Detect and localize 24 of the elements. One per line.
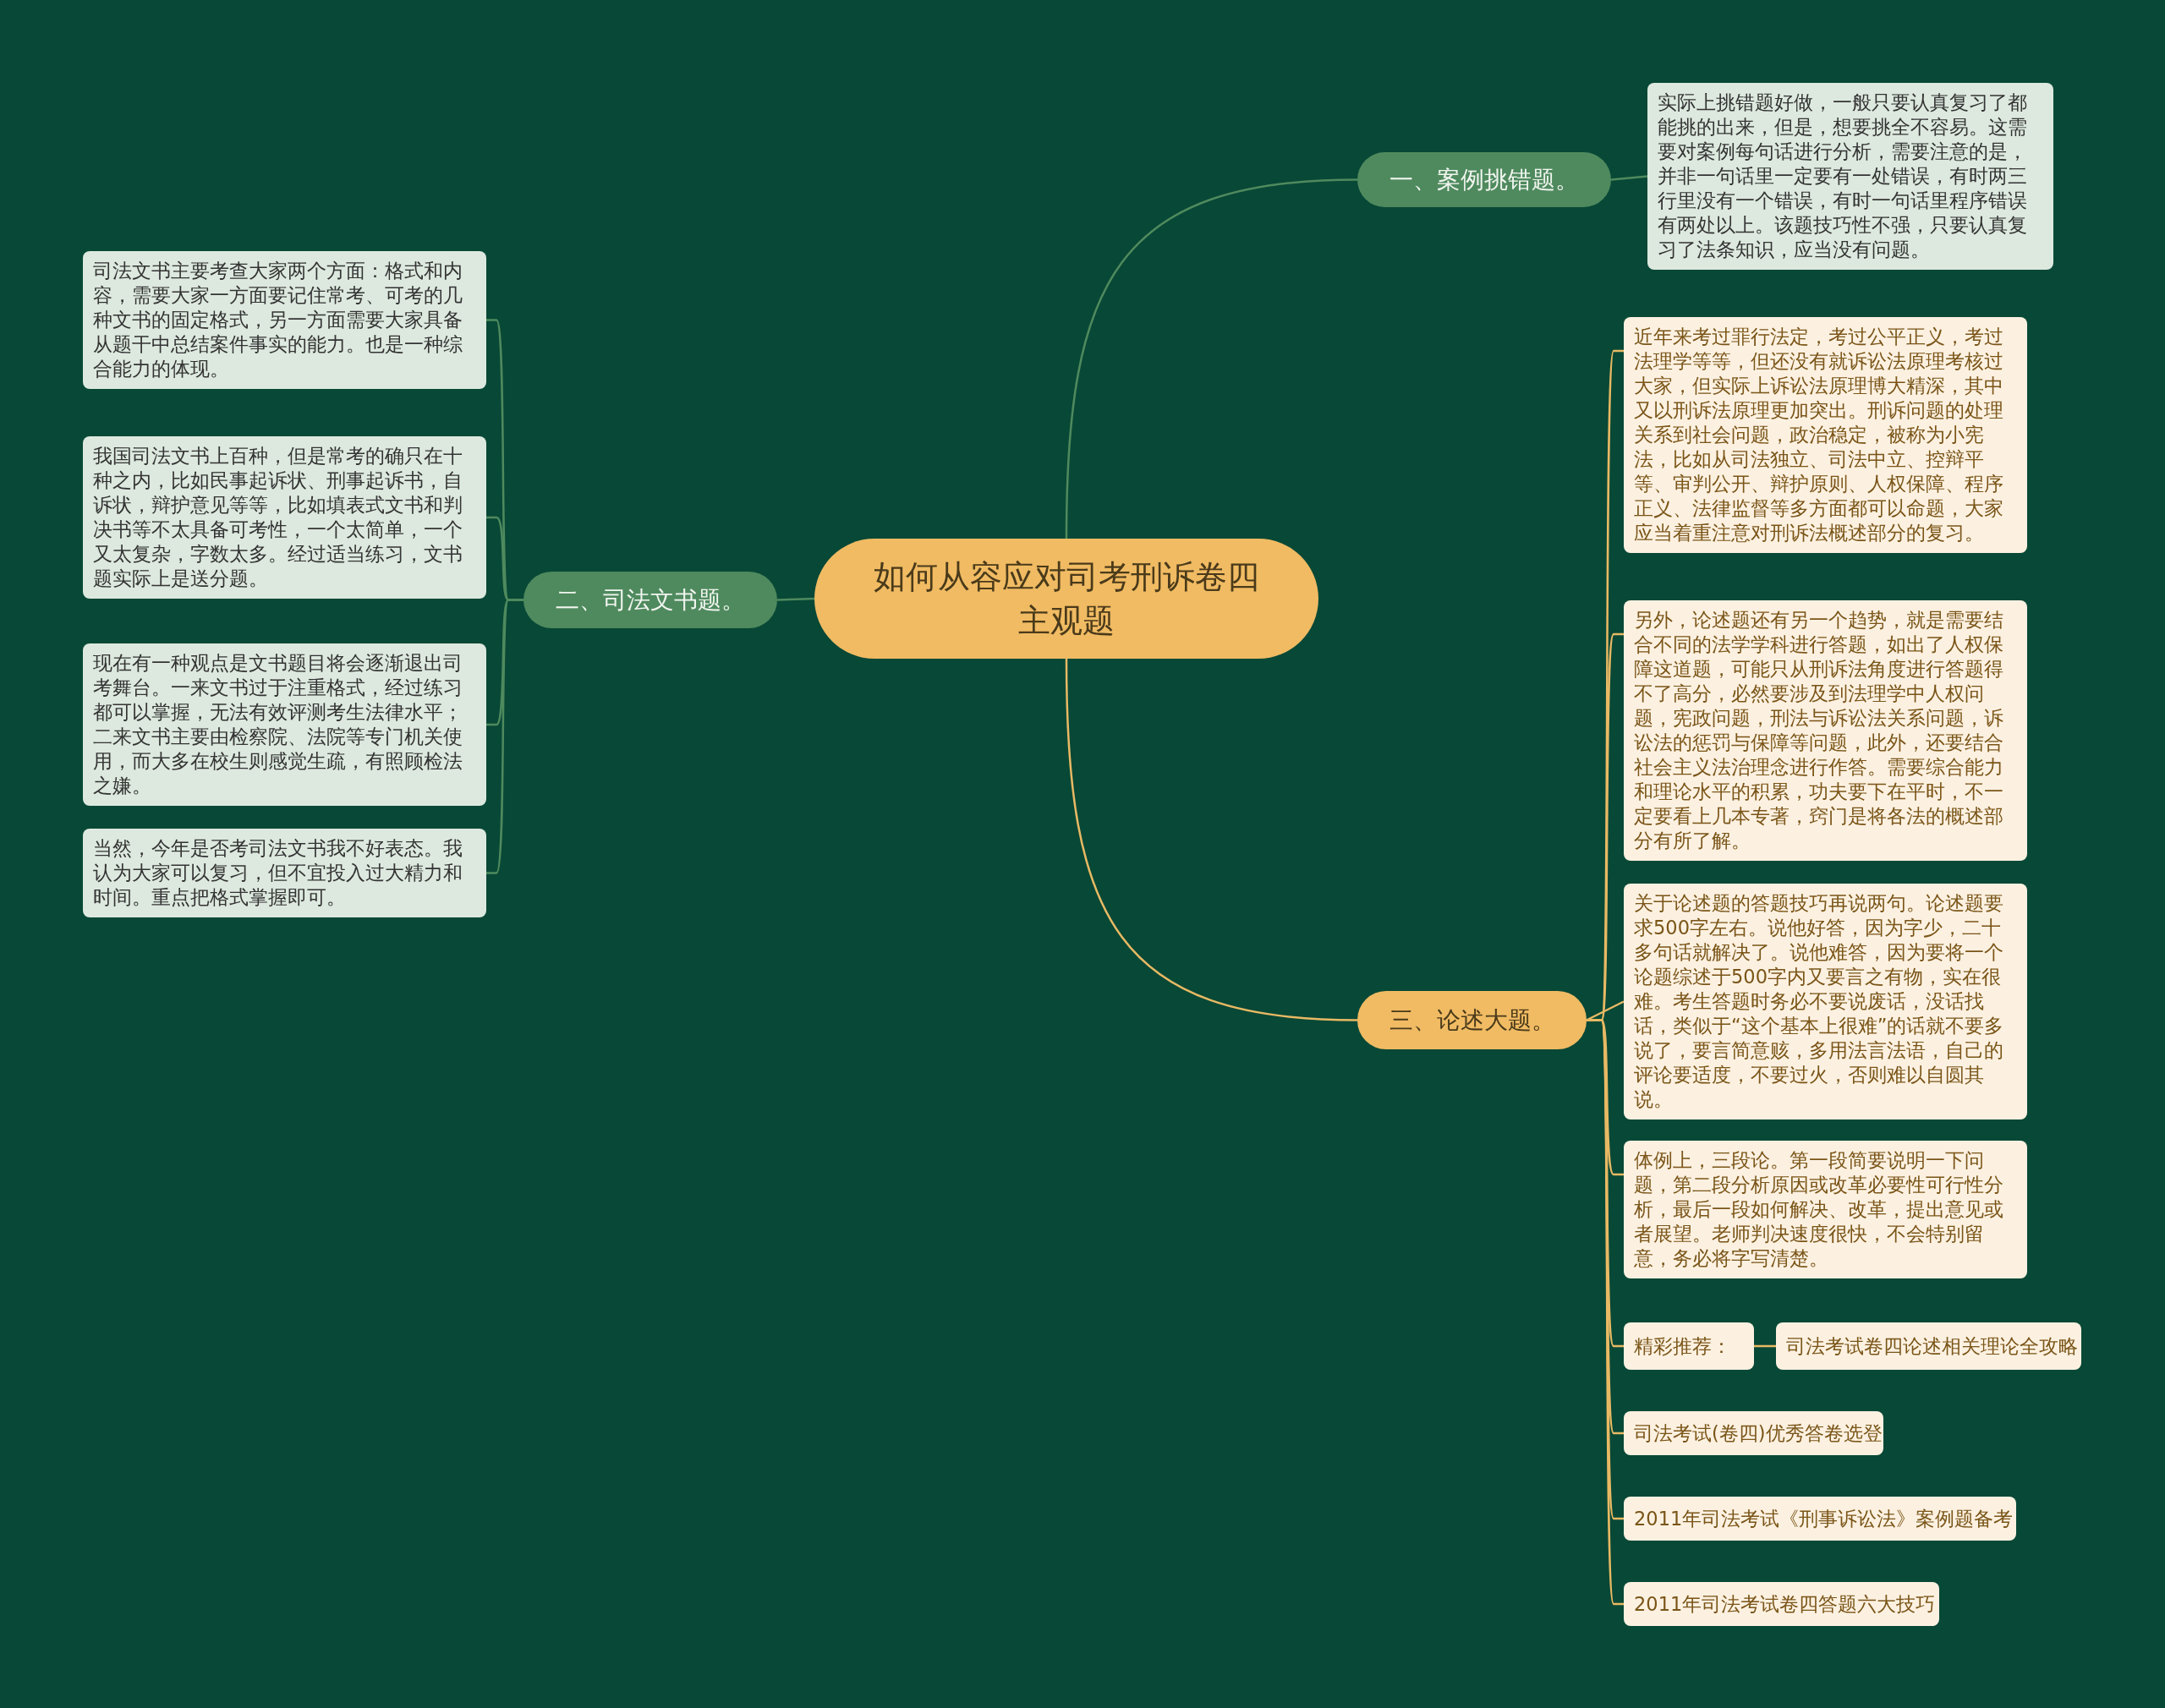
note-box: 司法文书主要考查大家两个方面：格式和内容，需要大家一方面要记住常考、可考的几种文书的固定格式，另一方面需要大家具备从题干中总结案件事实的能力。也是一种综合能力的体现。 bbox=[83, 251, 486, 389]
note-box: 体例上，三段论。第一段简要说明一下问题，第二段分析原因或改革必要性可行性分析，最后一段如何解决、改革，提出意见或者展望。老师判决速度很快，不会特别留意，务必将字写清楚。 bbox=[1624, 1141, 2027, 1278]
note-box: 我国司法文书上百种，但是常考的确只在十种之内，比如民事起诉状、刑事起诉书，自诉状，辩护意见等等，比如填表式文书和判决书等不太具备可考性，一个太简单，一个又太复杂，字数太多。经过适当练习，文书题实际上是送分题。 bbox=[83, 436, 486, 599]
note-box: 实际上挑错题好做，一般只要认真复习了都能挑的出来，但是，想要挑全不容易。这需要对案例每句话进行分析，需要注意的是，并非一句话里一定要有一处错误，有时两三行里没有一个错误，有时一句话里程序错误有两处以上。该题技巧性不强，只要认真复习了法条知识，应当没有问题。 bbox=[1647, 83, 2053, 270]
connector-line bbox=[1065, 178, 1358, 539]
note-box: 关于论述题的答题技巧再说两句。论述题要求500字左右。说他好答，因为字少，二十多句话就解决了。说他难答，因为要将一个论题综述于500字内又要言之有物，实在很难。考生答题时务必不要说废话，没话找话，类似于“这个基本上很难”的话就不要多说了，要言简意赅，多用法言法语，自己的评论要适度，不要过火，否则难以自圆其说。 bbox=[1624, 884, 2027, 1120]
connector-line bbox=[1065, 658, 1358, 1021]
connector-line bbox=[776, 597, 815, 601]
note-box: 司法考试卷四论述相关理论全攻略 bbox=[1776, 1322, 2081, 1370]
connector-line bbox=[1610, 175, 1648, 181]
branch-topic: 一、案例挑错题。 bbox=[1357, 152, 1611, 207]
connector-line bbox=[1754, 1344, 1776, 1348]
branch-topic: 二、司法文书题。 bbox=[523, 572, 777, 628]
connector-line bbox=[1586, 1000, 1625, 1021]
note-box: 现在有一种观点是文书题目将会逐渐退出司考舞台。一来文书过于注重格式，经过练习都可以掌握，无法有效评测考生法律水平；二来文书主要由检察院、法院等专门机关使用，而大多在校生则感觉生疏，有照顾检法之嫌。 bbox=[83, 643, 486, 806]
note-box: 2011年司法考试卷四答题六大技巧 bbox=[1624, 1582, 1939, 1626]
branch-topic: 三、论述大题。 bbox=[1357, 991, 1587, 1049]
note-box: 另外，论述题还有另一个趋势，就是需要结合不同的法学学科进行答题，如出了人权保障这道题，可能只从刑诉法角度进行答题得不了高分，必然要涉及到法理学中人权问题，宪政问题，刑法与诉讼法关系问题，诉讼法的惩罚与保障等问题，此外，还要结合社会主义法治理念进行作答。需要综合能力和理论水平的积累，功夫要下在平时，不一定要看上几本专著，窍门是将各法的概述部分有所了解。 bbox=[1624, 600, 2027, 861]
note-box: 当然，今年是否考司法文书我不好表态。我认为大家可以复习，但不宜投入过大精力和时间。重点把格式掌握即可。 bbox=[83, 829, 486, 917]
note-box: 2011年司法考试《刑事诉讼法》案例题备考 bbox=[1624, 1497, 2016, 1541]
central-topic: 如何从容应对司考刑诉卷四主观题 bbox=[814, 539, 1318, 659]
note-box: 精彩推荐： bbox=[1624, 1322, 1754, 1370]
note-box: 近年来考过罪行法定，考过公平正义，考过法理学等等，但还没有就诉讼法原理考核过大家，但实际上诉讼法原理博大精深，其中又以刑诉法原理更加突出。刑诉问题的处理关系到社会问题，政治稳定，被称为小宪法，比如从司法独立、司法中立、控辩平等、审判公开、辩护原则、人权保障、程序正义、法律监督等多方面都可以命题，大家应当着重注意对刑诉法概述部分的复习。 bbox=[1624, 317, 2027, 553]
note-box: 司法考试(卷四)优秀答卷选登 bbox=[1624, 1411, 1883, 1455]
